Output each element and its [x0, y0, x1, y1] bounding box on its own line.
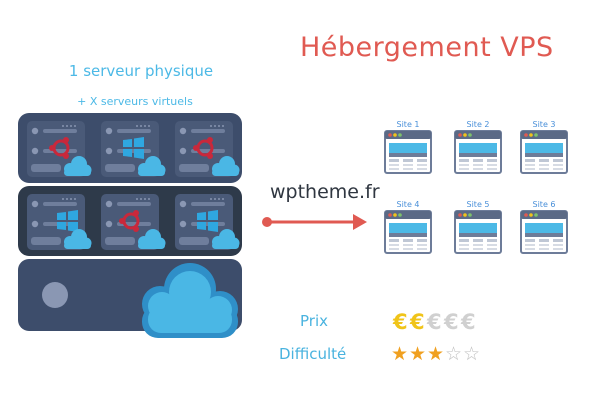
euro-icon: € [410, 310, 425, 334]
browser-window-icon [384, 210, 432, 254]
difficulty-label: Difficulté [279, 345, 347, 363]
star-icon: ★ [391, 343, 409, 365]
browser-window-icon [454, 210, 502, 254]
euro-icon: € [461, 310, 476, 334]
power-button [42, 282, 68, 308]
cloud-icon [142, 263, 238, 338]
page-title: Hébergement VPS [300, 32, 554, 63]
browser-window-icon [520, 130, 568, 174]
star-icon: ★ [427, 343, 445, 365]
virtual-servers-label: + X serveurs virtuels [77, 95, 193, 108]
browser-window-icon [454, 130, 502, 174]
brand-label: wptheme.fr [270, 181, 380, 203]
euro-icon: € [393, 310, 408, 334]
star-icon: ★ [409, 343, 427, 365]
server-rack [18, 113, 242, 338]
browser-window-icon [384, 130, 432, 174]
euro-icon: € [444, 310, 459, 334]
euro-icon: € [427, 310, 442, 334]
star-icon: ☆ [463, 343, 481, 365]
physical-server-label: 1 serveur physique [68, 62, 214, 80]
star-icon: ☆ [445, 343, 463, 365]
price-label: Prix [300, 312, 328, 330]
site-grid [384, 130, 568, 254]
browser-window-icon [520, 210, 568, 254]
arrow-icon [262, 214, 367, 230]
